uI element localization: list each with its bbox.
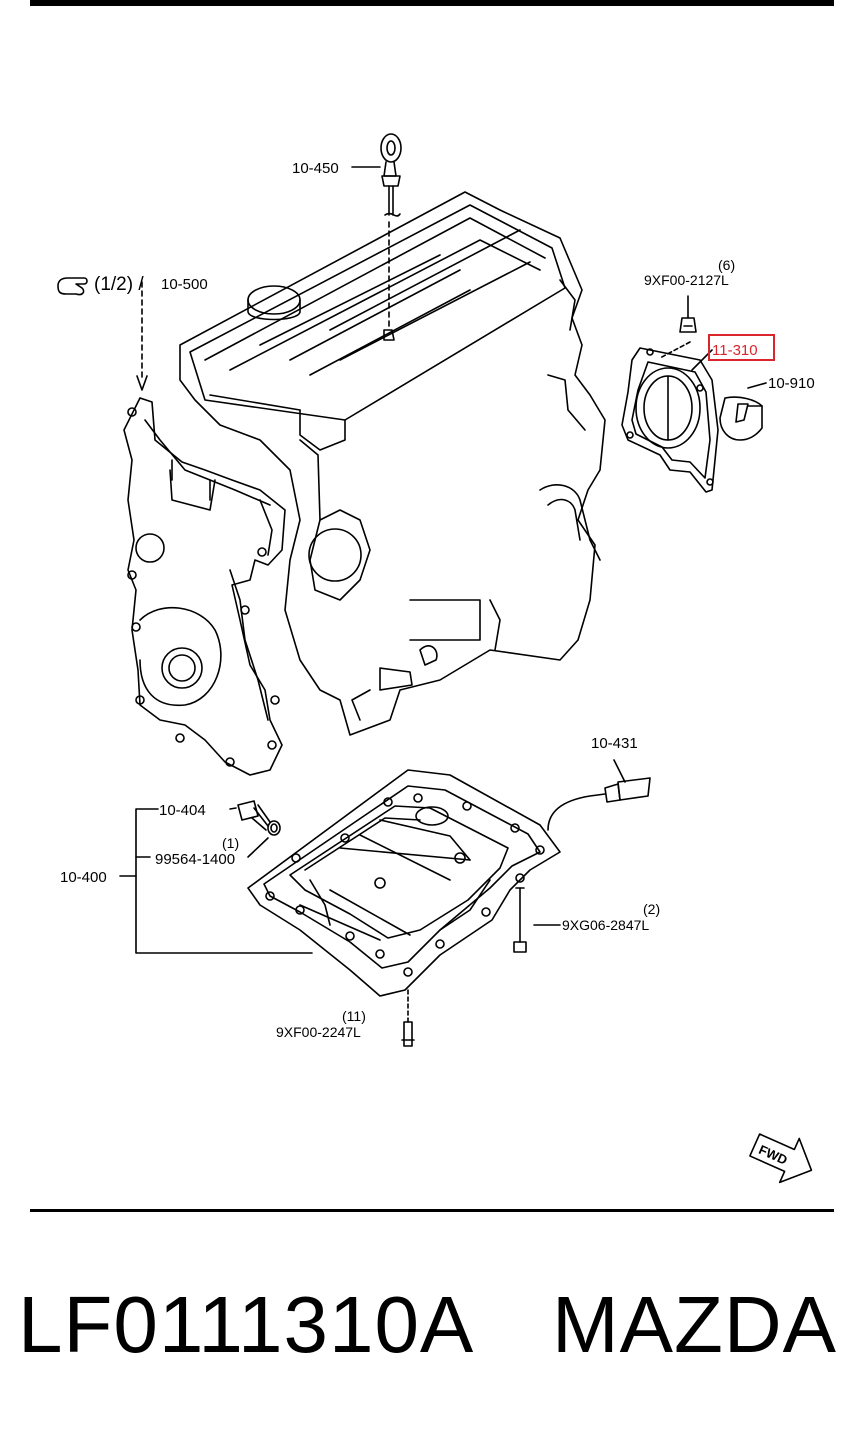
label-oil-level-sensor: 10-431 xyxy=(591,735,638,752)
label-seal: 10-910 xyxy=(768,375,815,392)
label-timing-cover: 10-500 xyxy=(161,276,208,293)
hand-pointing-icon xyxy=(57,277,88,296)
rear-oil-seal-part xyxy=(719,382,767,441)
oil-level-sensor-part xyxy=(547,759,651,831)
label-bolt-qty-bottom: (11) xyxy=(342,1008,366,1024)
rear-seal-plate-part xyxy=(621,295,719,493)
part-highlight-box xyxy=(708,334,775,361)
label-gasket: 99564-1400 xyxy=(155,851,235,868)
label-stud: 9XG06-2847L xyxy=(562,917,649,933)
engine-parts-diagram: FWD 10-450 (1/2) / 10-500 (6) 9XF00-2127… xyxy=(57,133,815,1184)
label-bolt-bottom: 9XF00-2247L xyxy=(276,1024,361,1040)
top-rule xyxy=(30,0,834,6)
label-drain-plug: 10-404 xyxy=(159,802,206,819)
label-stud-qty: (2) xyxy=(643,901,660,917)
timing-cover-part xyxy=(123,281,286,776)
drain-plug-part xyxy=(229,800,281,858)
forward-arrow-icon: FWD xyxy=(749,1133,813,1184)
label-dipstick: 10-450 xyxy=(292,160,339,177)
engine-block xyxy=(179,191,606,736)
brand-name: MAZDA xyxy=(552,1280,837,1369)
part-number: LF0111310A xyxy=(18,1280,475,1369)
label-bolt-qty-top: (6) xyxy=(718,257,735,273)
bottom-rule xyxy=(30,1209,834,1212)
assembly-bracket xyxy=(119,808,313,954)
dipstick-part xyxy=(351,133,402,341)
label-bolt-top: 9XF00-2127L xyxy=(644,272,729,288)
label-rear-seal-plate: 11-310 xyxy=(712,342,758,359)
label-oil-pan-assy: 10-400 xyxy=(60,869,107,886)
oil-pan-part xyxy=(247,769,561,1047)
label-timing-cover-ref: (1/2) / xyxy=(94,274,144,295)
label-gasket-qty: (1) xyxy=(222,835,239,851)
